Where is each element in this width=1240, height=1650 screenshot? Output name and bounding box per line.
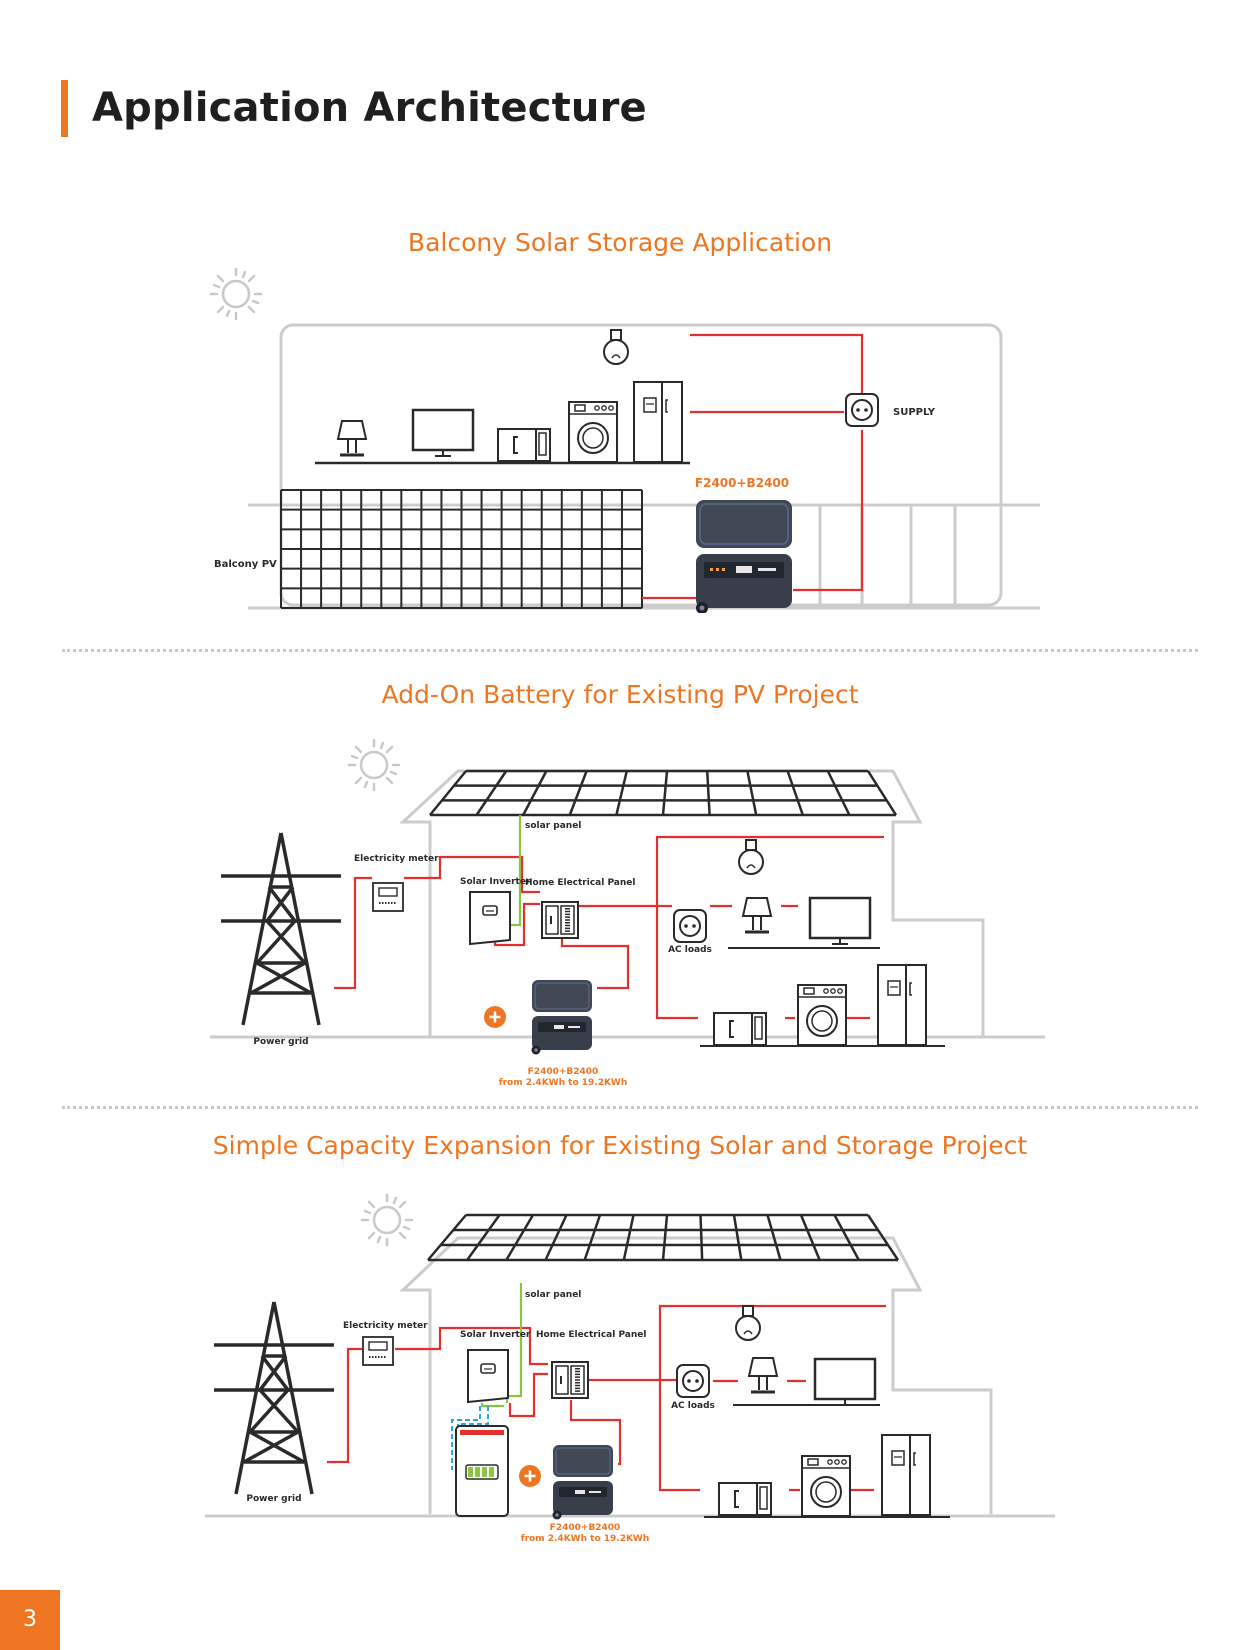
product-label: F2400+B2400 <box>550 1523 621 1533</box>
lamp-icon <box>741 896 773 934</box>
title-accent-bar <box>61 80 68 137</box>
socket-icon <box>673 909 707 943</box>
product-label: F2400+B2400 <box>695 476 789 490</box>
transmission-tower-icon <box>212 1300 336 1496</box>
section-3-title: Simple Capacity Expansion for Existing S… <box>212 1131 1028 1160</box>
ac-loads-label: AC loads <box>671 1401 715 1411</box>
electricity-meter-label: Electricity meter <box>343 1321 428 1331</box>
socket-icon <box>845 393 879 427</box>
page-title: Application Architecture <box>92 85 647 131</box>
fridge-icon <box>633 381 683 463</box>
electrical-panel-icon <box>542 902 578 938</box>
add-on-battery-diagram: solar panel Electricity meter Solar Inve… <box>210 738 1045 1076</box>
battery-unit-icon <box>530 979 593 1056</box>
power-grid-label: Power grid <box>253 1037 308 1047</box>
capacity-label: from 2.4KWh to 19.2KWh <box>520 1534 650 1544</box>
supply-label: SUPPLY <box>893 407 936 418</box>
balcony-pv-label: Balcony PV <box>214 559 277 570</box>
sun-icon <box>347 738 401 792</box>
fridge-icon <box>877 964 927 1046</box>
washing-machine-icon <box>801 1455 851 1517</box>
inverter-icon <box>469 891 511 945</box>
light-bulb-icon <box>738 839 764 875</box>
section-divider-1 <box>62 649 1198 652</box>
roof-solar-array <box>429 769 898 817</box>
solar-inverter-label: Solar Inverter <box>460 877 531 887</box>
existing-storage-battery-icon <box>455 1425 509 1517</box>
sun-icon <box>209 267 263 321</box>
home-electrical-panel-label: Home Electrical Panel <box>536 1330 646 1340</box>
dc-battery-wiring <box>451 1406 489 1470</box>
light-bulb-icon <box>603 329 629 365</box>
electricity-meter-label: Electricity meter <box>354 854 439 864</box>
solar-panel-label: solar panel <box>525 1290 581 1300</box>
capacity-expansion-diagram: solar panel Electricity meter Solar Inve… <box>205 1193 1055 1533</box>
battery-unit-icon <box>695 499 793 613</box>
socket-icon <box>676 1364 710 1398</box>
electricity-meter-icon <box>372 882 404 912</box>
microwave-icon <box>718 1482 772 1516</box>
pv-wire <box>505 1283 523 1403</box>
sun-icon <box>360 1193 414 1247</box>
ac-loads-label: AC loads <box>668 945 712 955</box>
fridge-icon <box>881 1434 931 1516</box>
power-grid-label: Power grid <box>246 1494 301 1504</box>
light-bulb-icon <box>735 1305 761 1341</box>
tv-icon <box>813 1357 877 1407</box>
solar-panel-label: solar panel <box>525 821 581 831</box>
page-number-badge: 3 <box>0 1590 60 1650</box>
home-electrical-panel-label: Home Electrical Panel <box>525 878 635 888</box>
balcony-solar-diagram: SUPPLY Balcony PV F2400+B2400 <box>209 267 1040 613</box>
plus-icon <box>482 1004 508 1030</box>
pv-wire-2 <box>480 1403 504 1408</box>
microwave-icon <box>713 1012 767 1046</box>
washing-machine-icon <box>797 984 847 1046</box>
lamp-icon <box>747 1356 779 1394</box>
tv-icon <box>808 896 872 946</box>
section-2-title: Add-On Battery for Existing PV Project <box>381 680 859 709</box>
washing-machine-icon <box>568 401 618 463</box>
balcony-pv-panel <box>280 489 643 609</box>
inverter-icon <box>467 1349 509 1403</box>
railing-bars <box>818 505 957 608</box>
section-divider-2 <box>62 1106 1198 1109</box>
electricity-meter-icon <box>362 1336 394 1366</box>
battery-unit-icon <box>551 1444 614 1521</box>
transmission-tower-icon <box>219 831 343 1027</box>
lamp-icon <box>336 419 368 457</box>
house-outline <box>399 769 985 1036</box>
microwave-icon <box>497 428 551 462</box>
product-label: F2400+B2400 <box>528 1067 599 1076</box>
ac-wiring <box>327 1304 886 1492</box>
capacity-label: from 2.4KWh to 19.2KWh <box>498 1078 628 1088</box>
tv-icon <box>411 408 475 458</box>
roof-solar-array <box>427 1213 900 1262</box>
house-outline <box>399 1236 993 1514</box>
solar-inverter-label: Solar Inverter <box>460 1330 531 1340</box>
electrical-panel-icon <box>552 1362 588 1398</box>
plus-icon <box>517 1463 543 1489</box>
supply-wiring <box>642 333 864 600</box>
section-1-title: Balcony Solar Storage Application <box>407 228 833 257</box>
